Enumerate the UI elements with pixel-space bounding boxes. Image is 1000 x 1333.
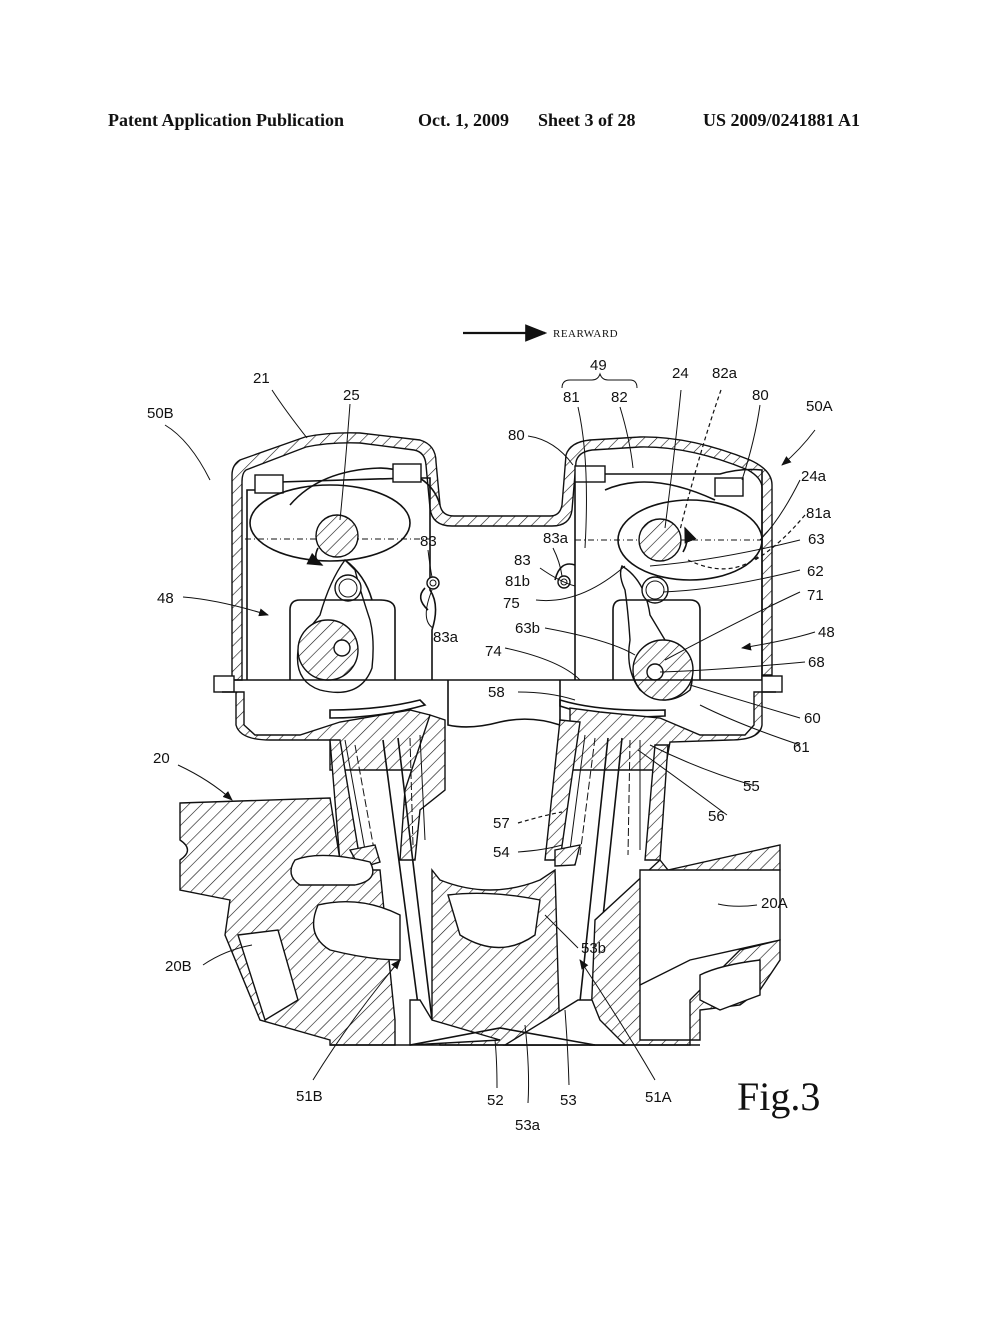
ref-83-left: 83: [420, 533, 437, 550]
direction-label: REARWARD: [553, 328, 618, 340]
brace-49: [561, 372, 638, 389]
ref-82a: 82a: [712, 365, 738, 382]
ref-58: 58: [488, 684, 505, 701]
ref-51A: 51A: [645, 1089, 672, 1106]
ref-20: 20: [153, 750, 170, 767]
bolt-icon: [574, 465, 606, 483]
left-cam-carrier: [245, 463, 441, 719]
ref-20B: 20B: [165, 958, 192, 975]
ref-53a: 53a: [515, 1117, 541, 1134]
ref-75: 75: [503, 595, 520, 612]
publication-type: Patent Application Publication: [108, 110, 345, 130]
camshaft-25-section: [315, 514, 359, 558]
ref-68: 68: [808, 654, 825, 671]
ref-25: 25: [343, 387, 360, 404]
cylinder-head-body: [179, 797, 781, 1046]
ref-61: 61: [793, 739, 810, 756]
ref-57: 57: [493, 815, 510, 832]
ref-60: 60: [804, 710, 821, 727]
page-header: Patent Application Publication Oct. 1, 2…: [0, 110, 1000, 140]
ref-55: 55: [743, 778, 760, 795]
ref-52: 52: [487, 1092, 504, 1109]
cylinder-head-upper: [213, 675, 783, 771]
ref-81: 81: [563, 389, 580, 406]
leader-lines: [164, 389, 816, 1104]
bolt-icon: [392, 463, 422, 483]
ref-83a-top: 83a: [543, 530, 569, 547]
ref-48-right: 48: [818, 624, 835, 641]
ref-24: 24: [672, 365, 689, 382]
ref-21: 21: [253, 370, 270, 387]
camshaft-24-section: [638, 518, 682, 562]
ref-62: 62: [807, 563, 824, 580]
figure-caption: Fig.3: [737, 1074, 820, 1119]
valves: [330, 999, 700, 1046]
ref-81a: 81a: [806, 505, 832, 522]
ref-80-right: 80: [752, 387, 769, 404]
ref-24a: 24a: [801, 468, 827, 485]
ref-63b: 63b: [515, 620, 540, 637]
ref-82: 82: [611, 389, 628, 406]
ref-83a-left: 83a: [433, 629, 459, 646]
ref-48-left: 48: [157, 590, 174, 607]
ref-74: 74: [485, 643, 502, 660]
bolt-icon: [254, 474, 284, 494]
ref-50A: 50A: [806, 398, 833, 415]
reference-labels: 21 25 50B 49 81 82 24 82a 80 50A 80 24a …: [147, 357, 835, 1134]
rearward-direction-indicator: REARWARD: [463, 324, 618, 342]
ref-56: 56: [708, 808, 725, 825]
ref-20A: 20A: [761, 895, 788, 912]
ref-53: 53: [560, 1092, 577, 1109]
bolt-icon: [714, 477, 744, 497]
ref-51B: 51B: [296, 1088, 323, 1105]
ref-83-right: 83: [514, 552, 531, 569]
publication-date: Oct. 1, 2009: [418, 110, 509, 130]
ref-54: 54: [493, 844, 510, 861]
ref-53b: 53b: [581, 940, 606, 957]
ref-50B: 50B: [147, 405, 174, 422]
right-valve-spring-assembly: [544, 719, 669, 1021]
ref-63: 63: [808, 531, 825, 548]
sheet-number: Sheet 3 of 28: [538, 110, 636, 130]
ref-80-left: 80: [508, 427, 525, 444]
right-cam-carrier: [554, 465, 763, 718]
ref-49: 49: [590, 357, 607, 374]
ref-81b: 81b: [505, 573, 530, 590]
publication-number: US 2009/0241881 A1: [703, 110, 861, 130]
ref-71: 71: [807, 587, 824, 604]
